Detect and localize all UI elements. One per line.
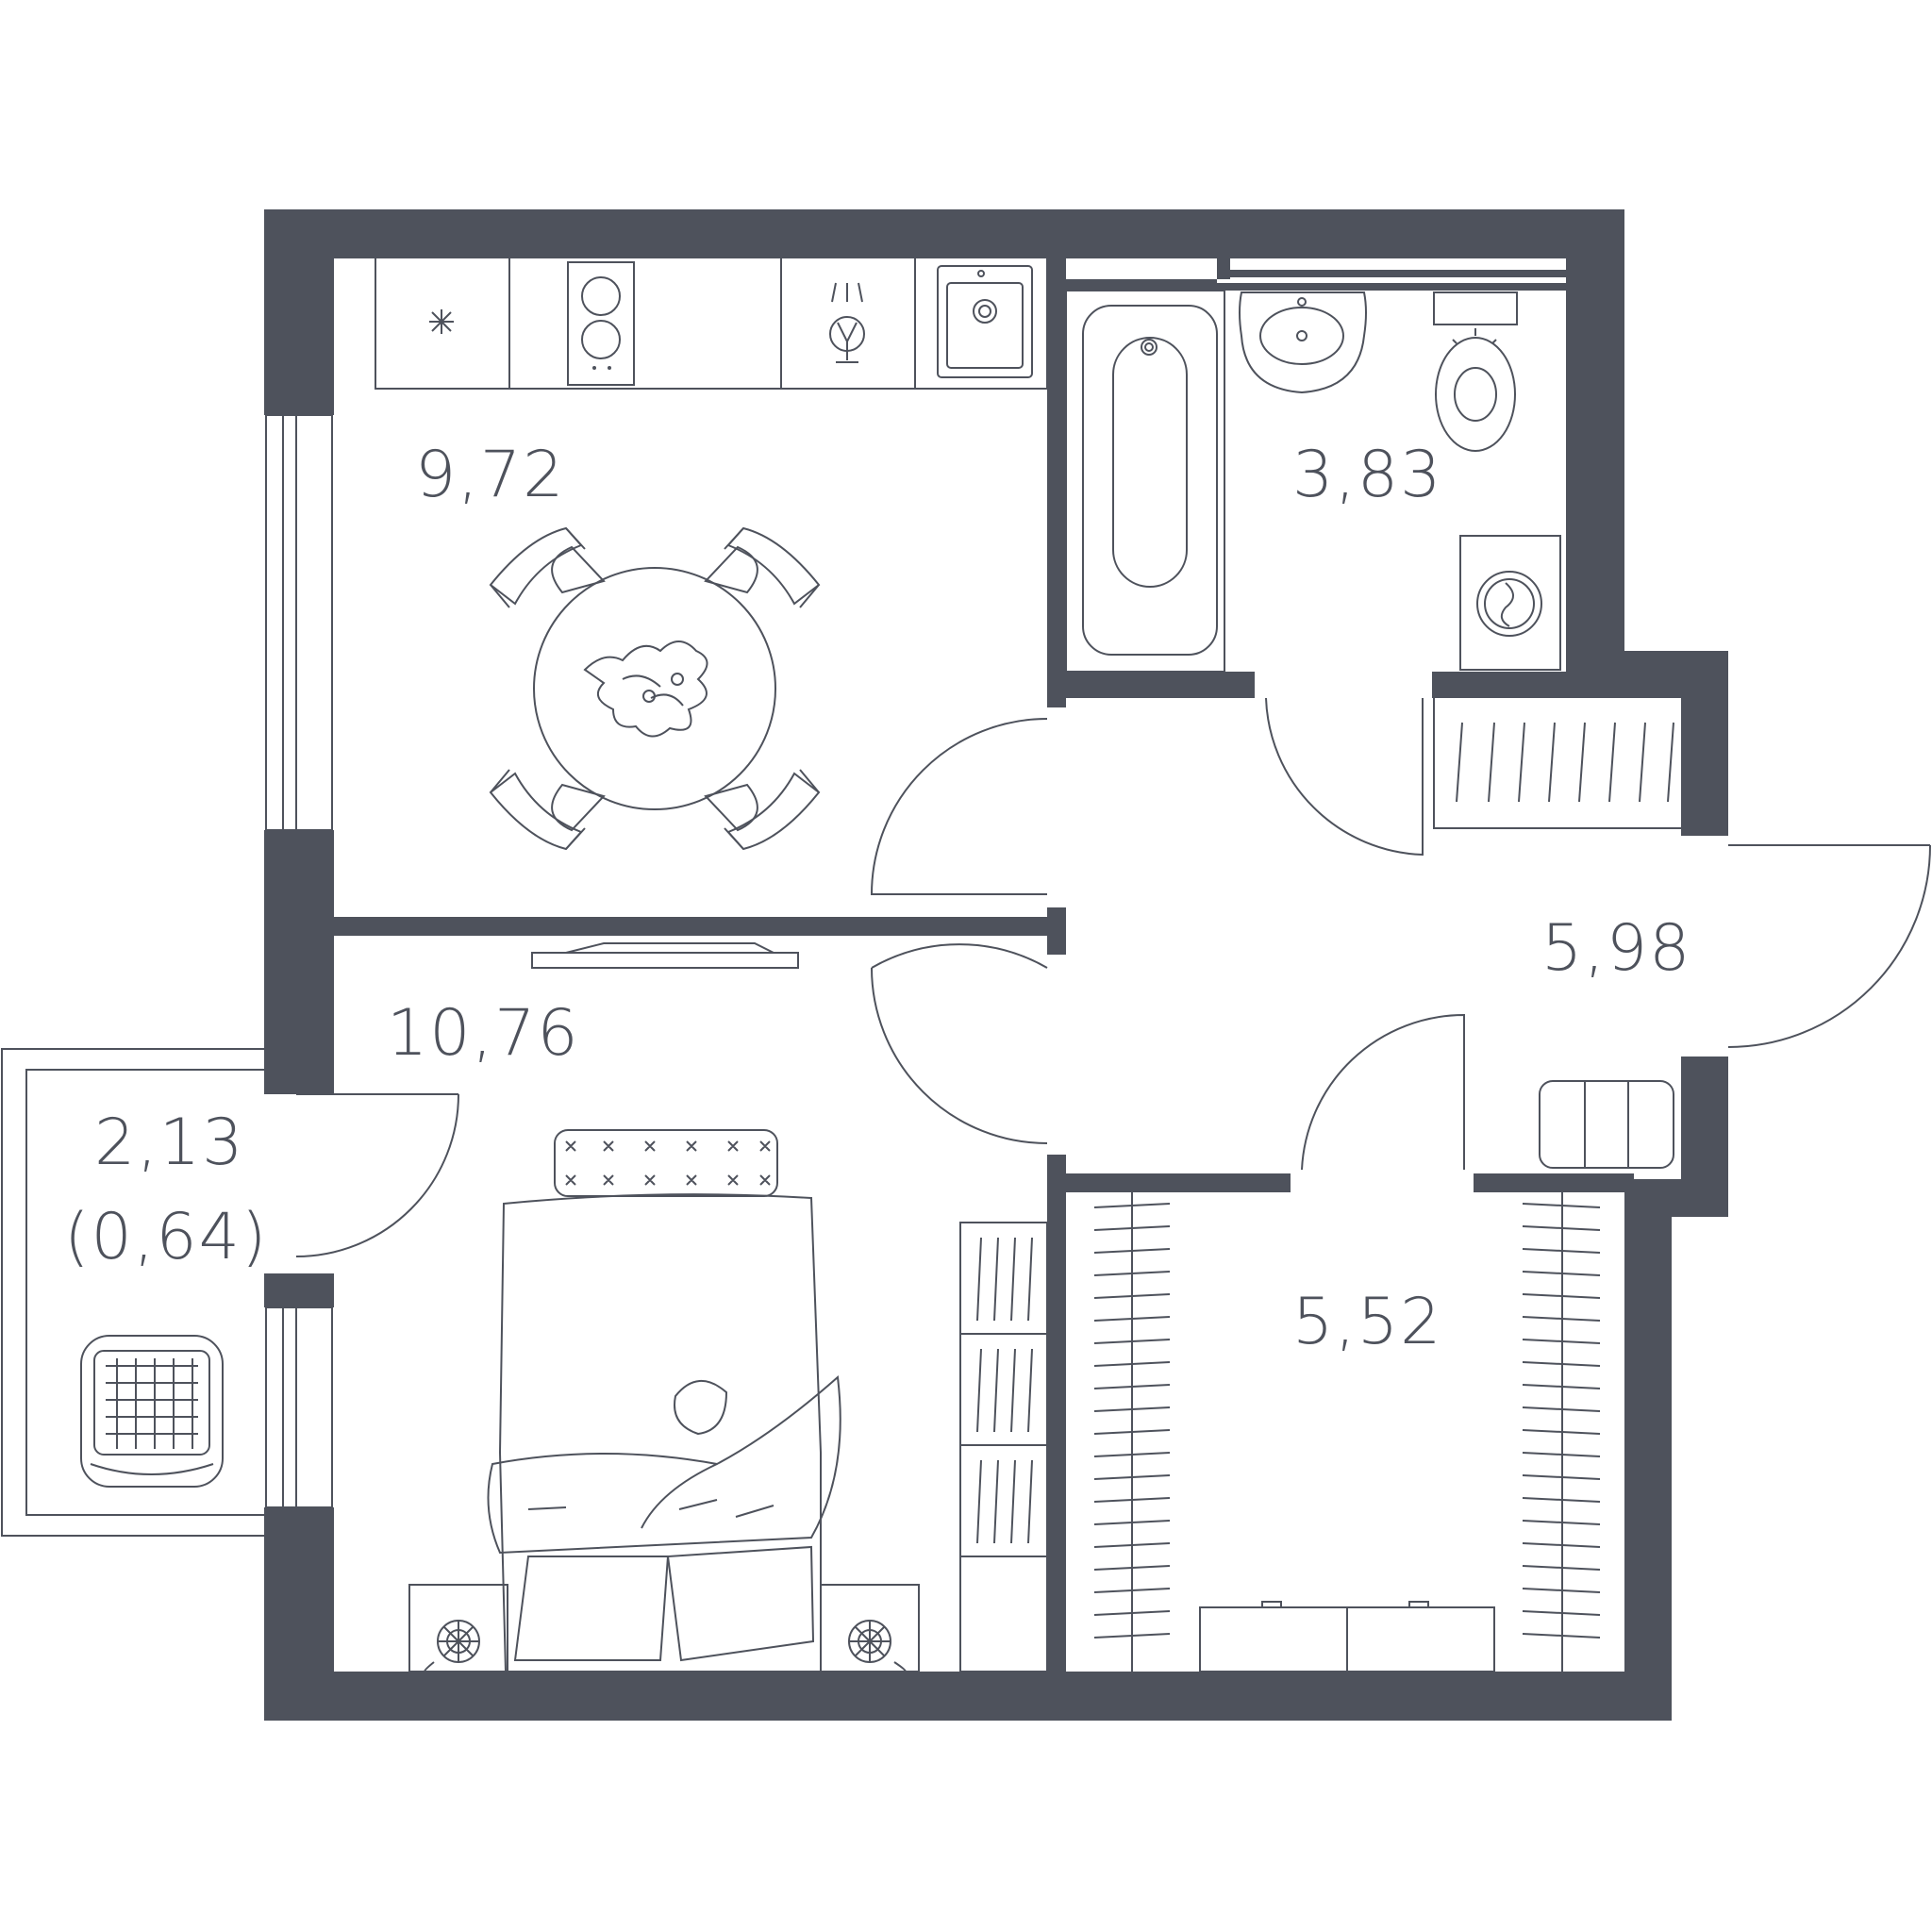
nightstand-right-icon xyxy=(820,1584,920,1672)
toilet-icon xyxy=(1433,291,1518,452)
balcony-area-label: 2,13 xyxy=(94,1106,244,1180)
balcony-reduced-area-label: (0,64) xyxy=(64,1200,268,1274)
dining-table-icon xyxy=(489,526,821,851)
tv-icon xyxy=(531,942,799,969)
hanger-rail-left-icon xyxy=(1093,1192,1171,1672)
wardrobe-room xyxy=(1093,1192,1601,1672)
hanger-rail-right-icon xyxy=(1522,1192,1601,1672)
walls xyxy=(264,209,1728,1721)
bed-icon xyxy=(487,1193,841,1672)
balcony xyxy=(1,1048,459,1537)
bedroom-area-label: 10,76 xyxy=(387,996,580,1071)
hall-wardrobe-icon xyxy=(1433,695,1684,829)
decor-pillow-icon xyxy=(554,1129,778,1197)
hall xyxy=(871,695,1931,1171)
bedroom-wardrobe-icon xyxy=(959,1222,1048,1672)
balcony-chair-icon xyxy=(80,1335,224,1488)
nightstand-left-icon xyxy=(408,1584,508,1672)
area-labels: 9,72 3,83 5,98 10,76 5,52 2,13 (0,64) xyxy=(64,438,1691,1359)
windows xyxy=(265,414,333,1508)
sink-icon xyxy=(937,265,1033,378)
washbasin-icon xyxy=(1239,291,1367,394)
hall-area-label: 5,98 xyxy=(1541,911,1691,986)
bathtub-icon xyxy=(1065,290,1225,673)
bench-icon xyxy=(1539,1080,1674,1169)
washing-machine-icon xyxy=(1459,535,1561,671)
fridge-icon xyxy=(429,309,454,334)
stove-icon xyxy=(567,261,635,386)
dishwasher-icon xyxy=(829,282,865,363)
chest-of-drawers-icon xyxy=(1199,1601,1495,1672)
wardrobe-area-label: 5,52 xyxy=(1292,1285,1442,1359)
bathroom-area-label: 3,83 xyxy=(1292,438,1442,512)
kitchen xyxy=(375,256,1048,895)
kitchen-area-label: 9,72 xyxy=(415,438,565,512)
bathroom xyxy=(1065,290,1561,857)
bedroom xyxy=(408,942,1048,1672)
